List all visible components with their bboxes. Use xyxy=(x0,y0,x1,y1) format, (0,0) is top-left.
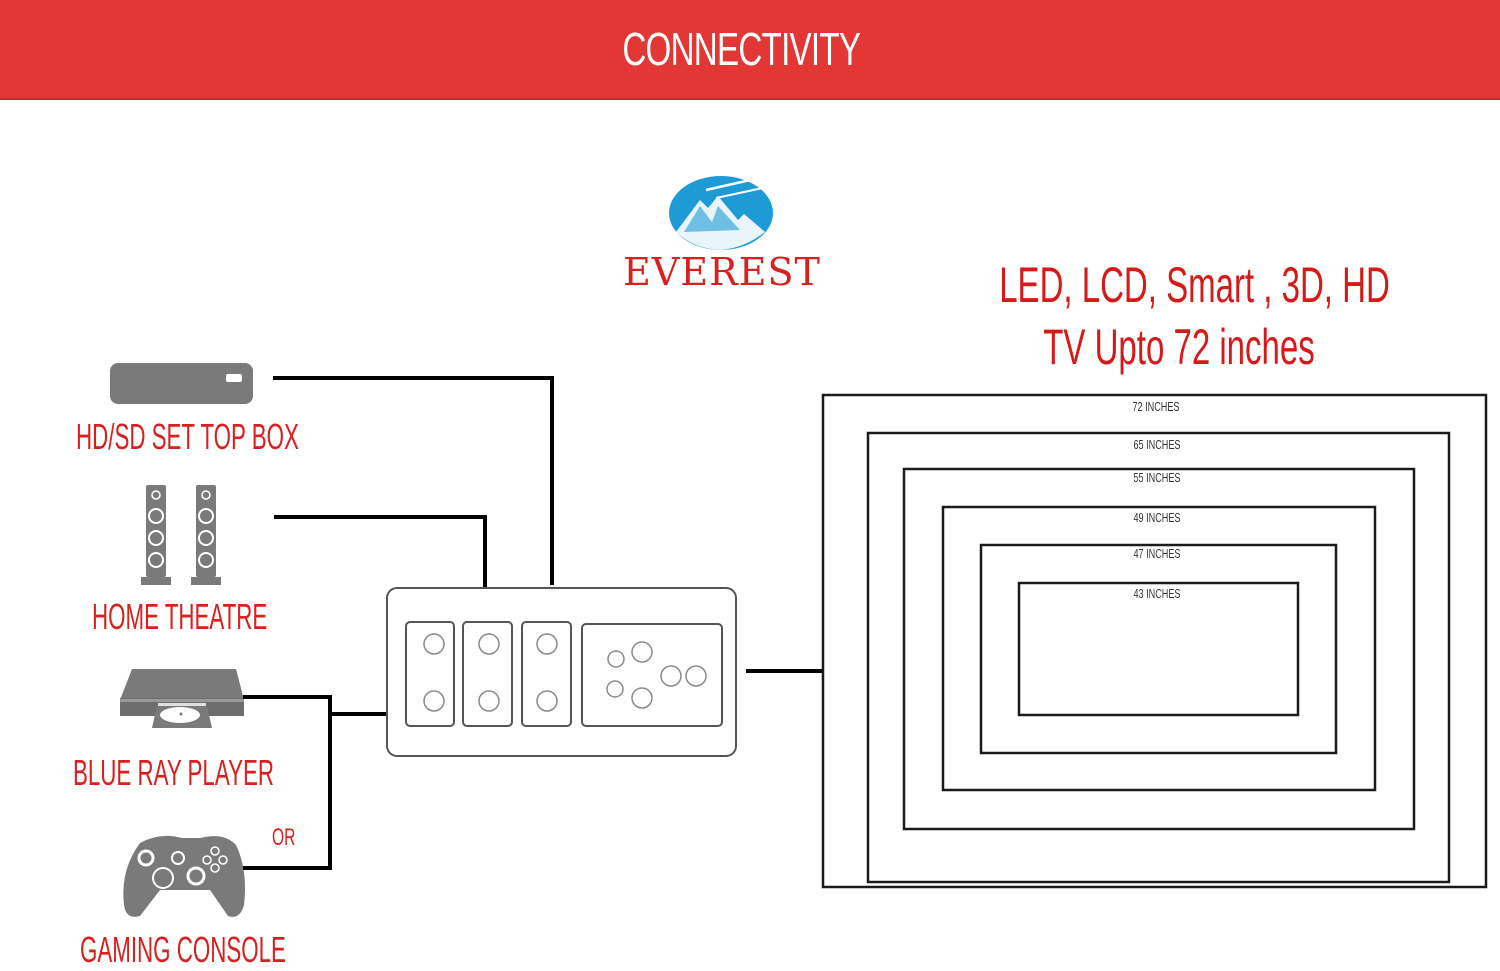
set-top-box-cable xyxy=(273,376,554,585)
or-label: OR xyxy=(272,824,296,851)
mountain-logo-icon xyxy=(669,174,773,250)
tv-outline-47 xyxy=(979,543,1338,755)
connection-lines xyxy=(243,376,824,870)
header-banner xyxy=(0,0,1500,100)
tv-size-label-49: 49 INCHES xyxy=(1133,510,1181,525)
tv-size-label-65: 65 INCHES xyxy=(1133,437,1181,452)
page-title: CONNECTIVITY xyxy=(622,23,861,75)
home-theatre-cable xyxy=(274,515,487,588)
set-top-box-icon xyxy=(110,363,253,404)
tv-outline-43 xyxy=(1017,581,1300,717)
tv-caption-line2: TV Upto 72 inches xyxy=(1043,319,1315,375)
tv-outline-49 xyxy=(941,505,1377,792)
device-label-home-theatre: HOME THEATRE xyxy=(92,596,268,637)
blu-ray-player-icon xyxy=(120,669,244,728)
tv-caption-line1: LED, LCD, Smart , 3D, HD xyxy=(999,257,1390,313)
tv-size-label-43: 43 INCHES xyxy=(1133,586,1181,601)
tv-size-label-72: 72 INCHES xyxy=(1132,399,1180,414)
tv-size-outlines xyxy=(821,393,1488,889)
tv-size-label-55: 55 INCHES xyxy=(1133,470,1181,485)
tv-outline-72 xyxy=(821,393,1488,889)
connector-panel-icon xyxy=(386,587,737,757)
device-label-set-top-box: HD/SD SET TOP BOX xyxy=(76,416,299,457)
brand-name: EVEREST xyxy=(623,250,821,294)
tv-size-label-47: 47 INCHES xyxy=(1133,546,1181,561)
device-label-gaming-console: GAMING CONSOLE xyxy=(80,929,286,970)
tv-outline-55 xyxy=(902,467,1416,831)
blu-ray-cable xyxy=(243,695,332,870)
game-controller-icon xyxy=(123,835,245,917)
tv-outline-65 xyxy=(866,431,1451,884)
device-label-blu-ray: BLUE RAY PLAYER xyxy=(73,752,274,793)
speakers-icon xyxy=(141,485,221,585)
